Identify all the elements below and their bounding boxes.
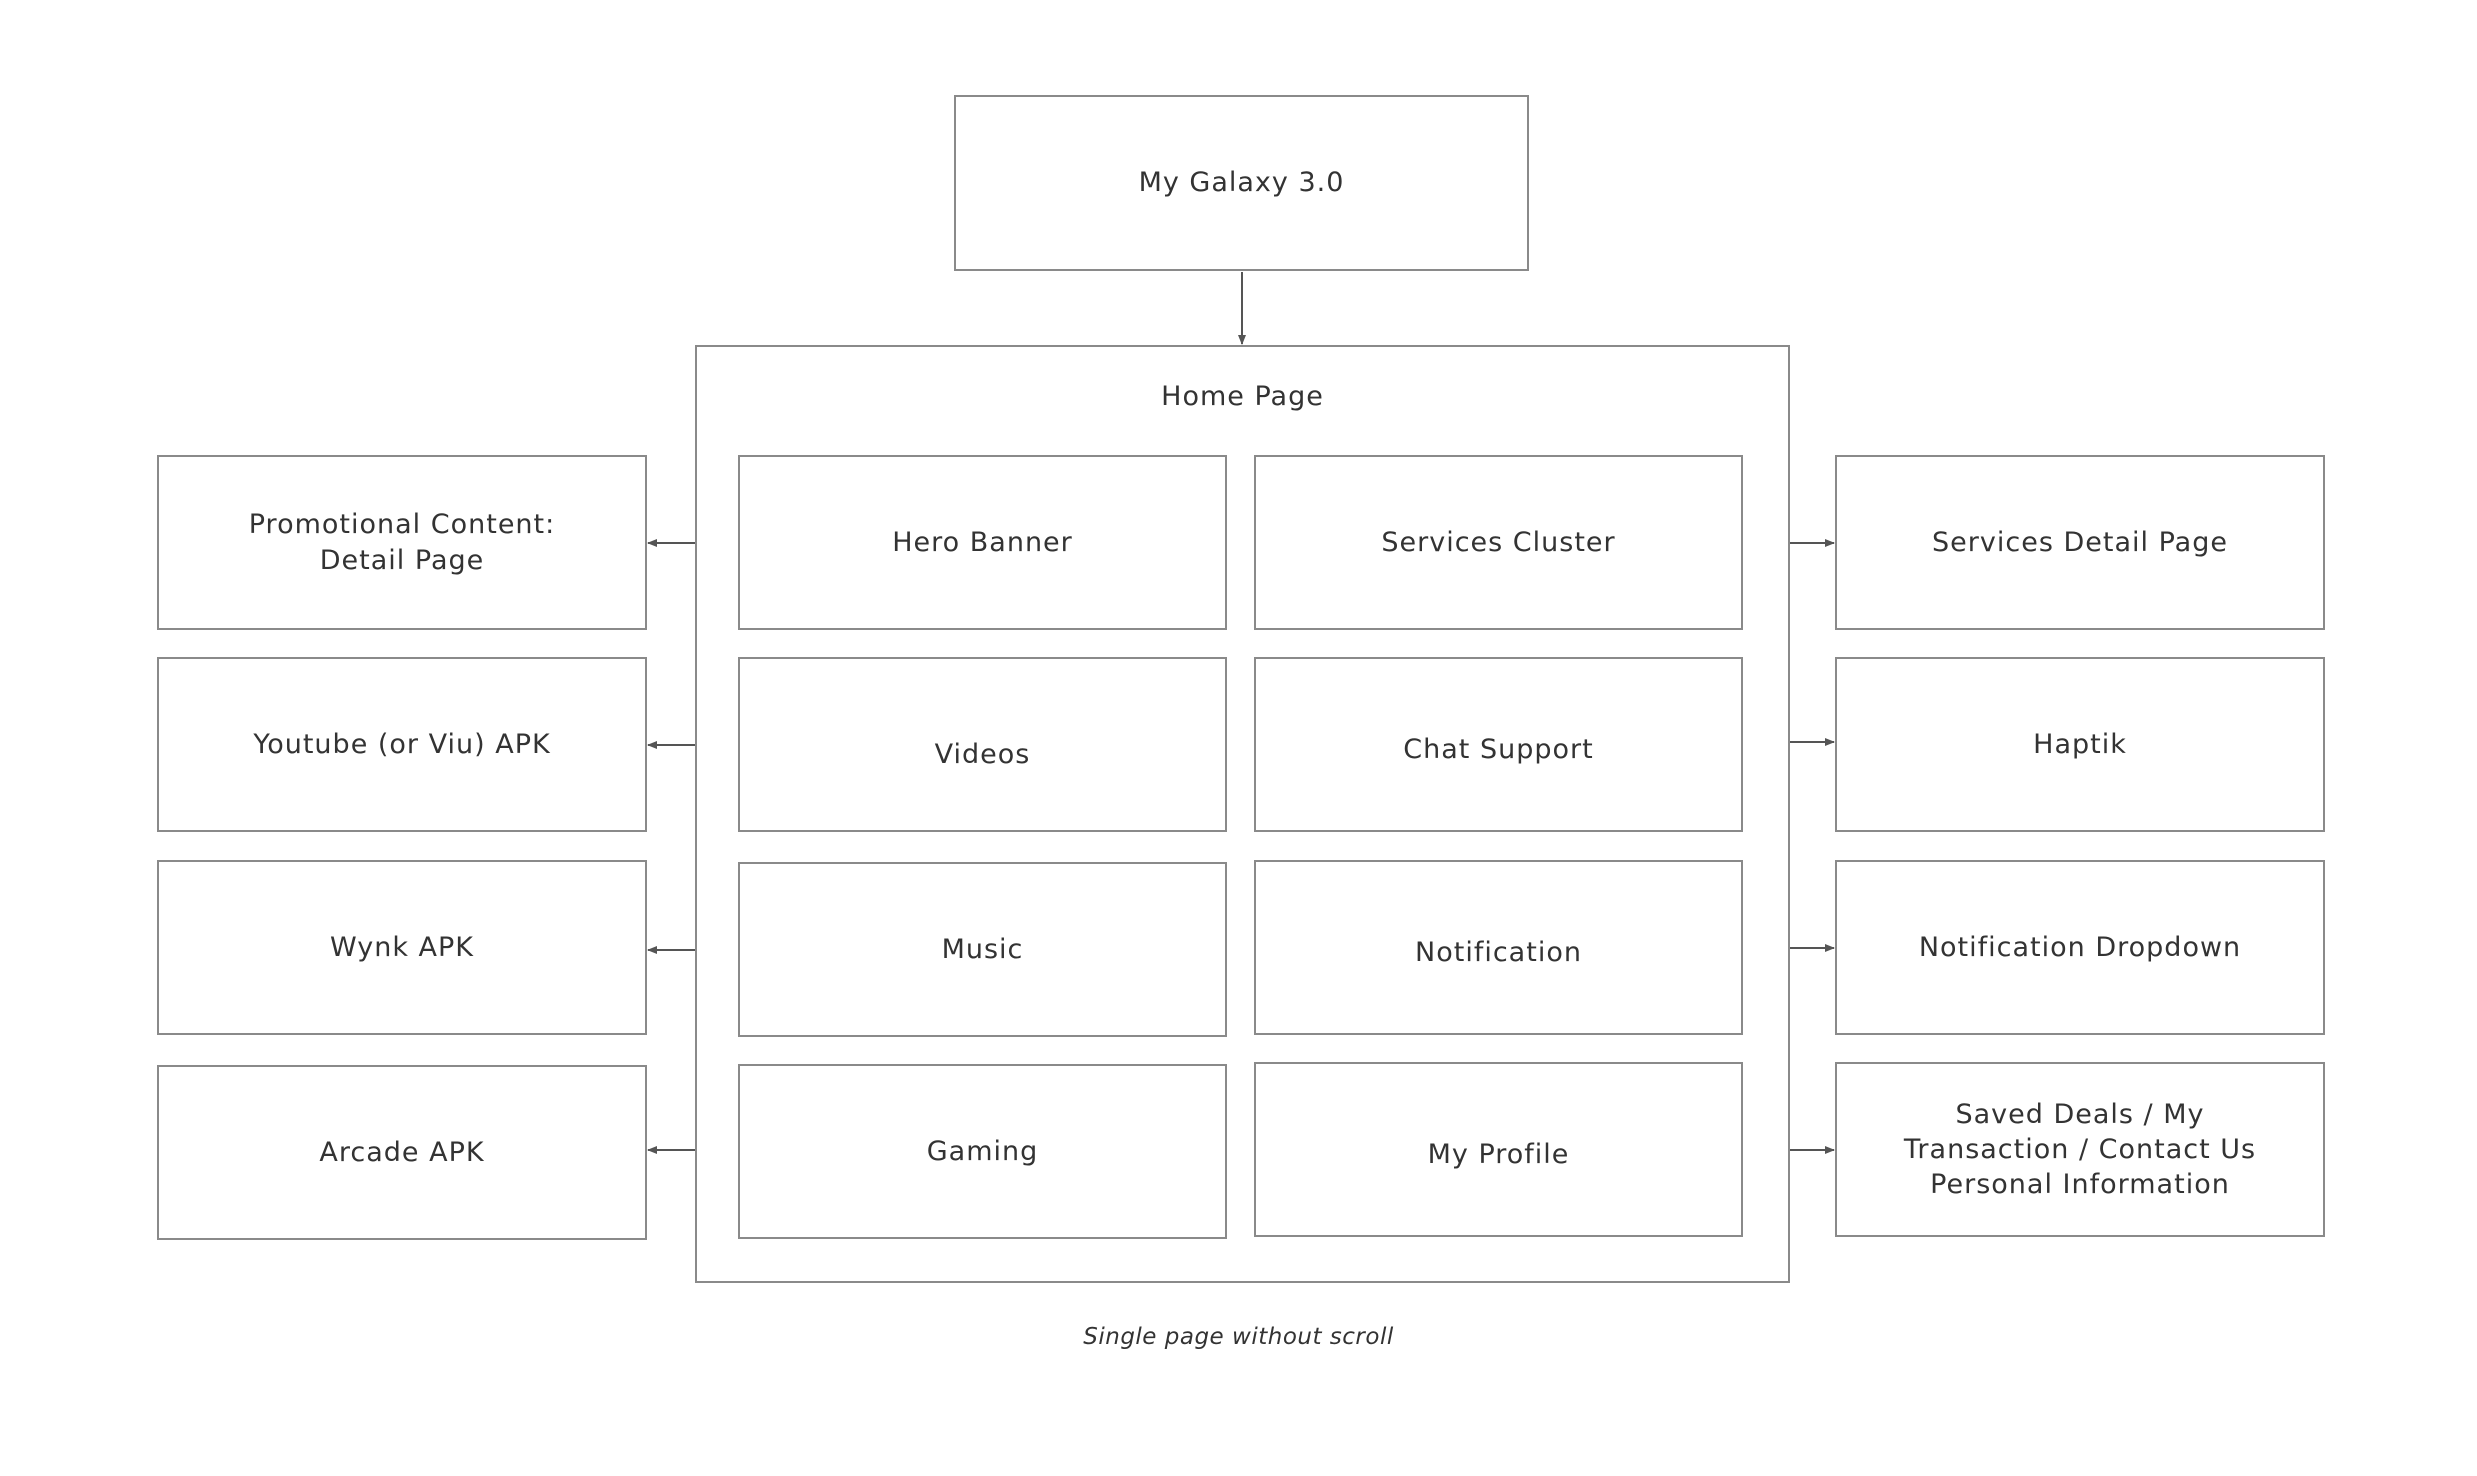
node-notification: Notification xyxy=(1254,860,1743,1035)
target-notification-dropdown: Notification Dropdown xyxy=(1835,860,2325,1035)
node-music-label: Music xyxy=(941,933,1024,965)
node-videos: Videos xyxy=(738,657,1227,832)
target-youtube-apk-label: Youtube (or Viu) APK xyxy=(253,728,551,760)
node-notification-label: Notification xyxy=(1415,936,1582,968)
node-hero-banner: Hero Banner xyxy=(738,455,1227,630)
node-my-profile: My Profile xyxy=(1254,1062,1743,1237)
root-node: My Galaxy 3.0 xyxy=(954,95,1529,271)
node-gaming: Gaming xyxy=(738,1064,1227,1239)
node-music: Music xyxy=(738,862,1227,1037)
node-chat-support: Chat Support xyxy=(1254,657,1743,832)
target-wynk-apk-label: Wynk APK xyxy=(330,931,474,963)
node-chat-support-label: Chat Support xyxy=(1403,733,1594,765)
node-hero-banner-label: Hero Banner xyxy=(892,526,1073,558)
home-page-title: Home Page xyxy=(1161,381,1324,412)
target-profile-details: Saved Deals / My Transaction / Contact U… xyxy=(1835,1062,2325,1237)
node-services-cluster-label: Services Cluster xyxy=(1381,526,1616,558)
target-arcade-apk-label: Arcade APK xyxy=(319,1136,485,1168)
target-notification-dropdown-label: Notification Dropdown xyxy=(1918,931,2242,963)
target-services-detail-page-label: Services Detail Page xyxy=(1932,526,2228,558)
target-promotional-content-label: Promotional Content: Detail Page xyxy=(248,509,556,576)
node-services-cluster: Services Cluster xyxy=(1254,455,1743,630)
target-haptik-label: Haptik xyxy=(2033,728,2127,760)
target-youtube-apk: Youtube (or Viu) APK xyxy=(157,657,647,832)
root-node-label: My Galaxy 3.0 xyxy=(1138,167,1345,199)
node-videos-label: Videos xyxy=(934,738,1031,770)
diagram-caption: Single page without scroll xyxy=(1083,1324,1394,1350)
target-haptik: Haptik xyxy=(1835,657,2325,832)
target-wynk-apk: Wynk APK xyxy=(157,860,647,1035)
target-services-detail-page: Services Detail Page xyxy=(1835,455,2325,630)
node-my-profile-label: My Profile xyxy=(1427,1138,1570,1170)
node-gaming-label: Gaming xyxy=(926,1135,1039,1167)
target-arcade-apk: Arcade APK xyxy=(157,1065,647,1240)
target-profile-details-label: Saved Deals / My Transaction / Contact U… xyxy=(1903,1098,2257,1201)
target-promotional-content: Promotional Content: Detail Page xyxy=(157,455,647,630)
